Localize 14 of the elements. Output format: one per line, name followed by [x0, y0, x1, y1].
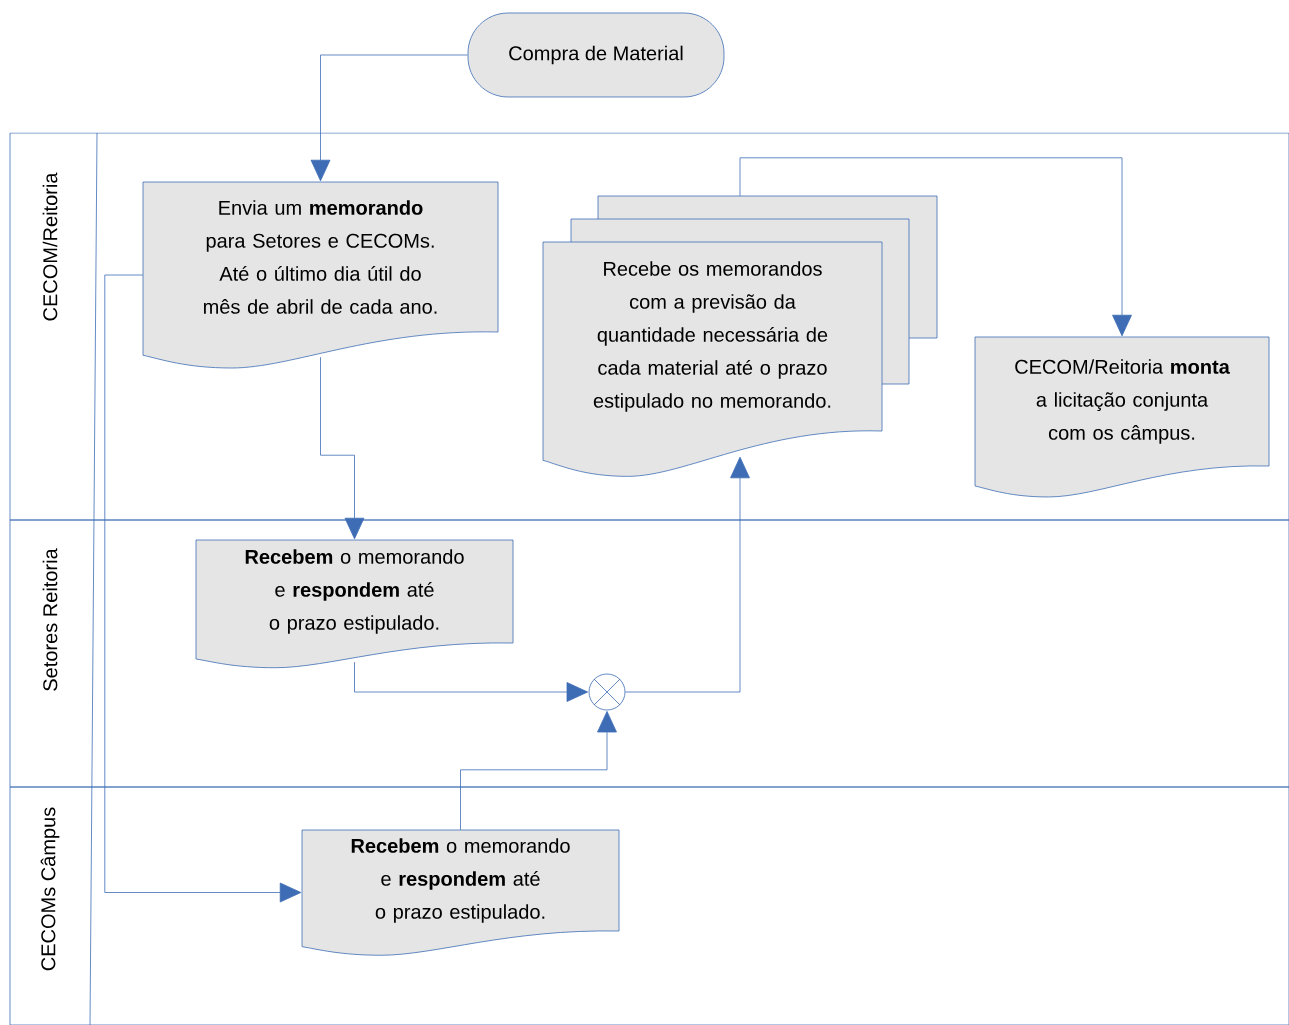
- arrow: [460, 711, 617, 831]
- terminator: Compra de Material: [467, 12, 725, 98]
- arrow: [625, 456, 750, 693]
- document-box: Recebem o memorando e respondem até o prazo estipulado.: [301, 829, 620, 956]
- junction-circle: [588, 673, 626, 711]
- arrow: [354, 661, 589, 702]
- arrow: [104, 274, 302, 903]
- arrow: [320, 356, 365, 540]
- document-box: CECOM/Reitoria monta a licitação conjunta com os câmpus.: [974, 336, 1270, 498]
- arrow: [310, 54, 468, 182]
- document-box: Recebem o memorando e respondem até o prazo estipulado.: [195, 539, 514, 669]
- arrow: [739, 157, 1132, 337]
- document-box: Envia um memorando para Setores e CECOMs. Até o último dia útil do mês de abril de cada ano.: [142, 181, 499, 369]
- document-stack: Recebe os memorandos com a previsão da quantidade necessária de cada material até o prazo estipulado no memorando.: [542, 195, 938, 477]
